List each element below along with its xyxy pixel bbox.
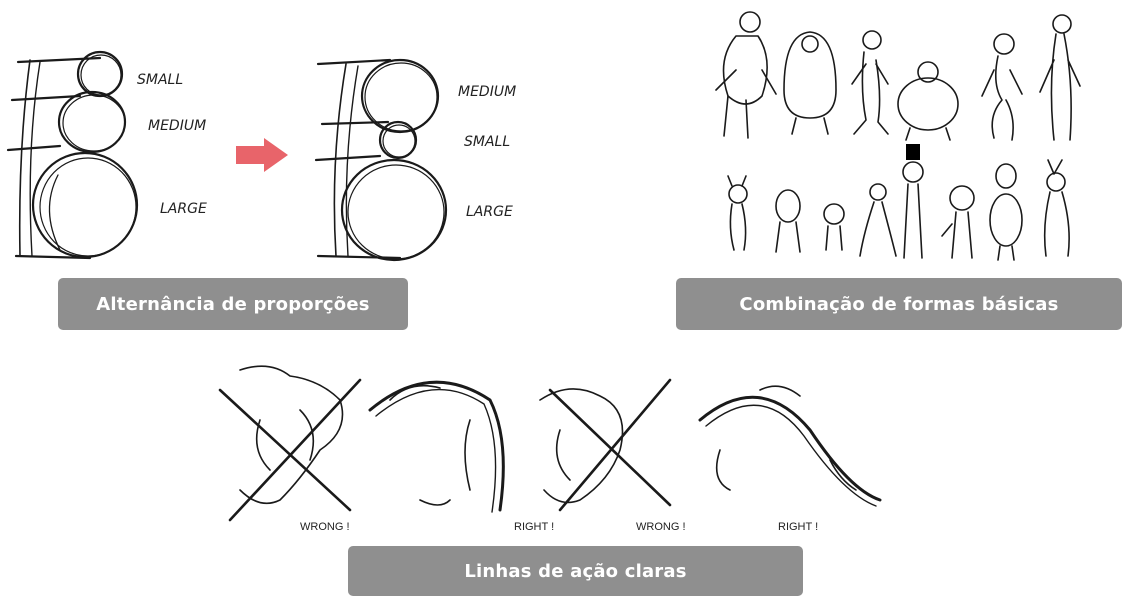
left-circle-stack [6,50,139,260]
right-label-small: SMALL [464,134,510,150]
right-pose-2 [698,385,882,507]
label-right-1: RIGHT ! [514,521,554,533]
action-lines-panel: WRONG ! RIGHT ! WRONG ! RIGHT ! Linhas d… [200,340,920,597]
character-lean [859,183,897,257]
character-kid [775,189,801,253]
character-heavy [897,61,959,141]
character-tall [1039,14,1081,141]
character-small [823,203,845,251]
proportions-caption: Alternância de proporções [58,278,408,330]
label-wrong-1: WRONG ! [300,521,350,533]
character-shapes-sketch [715,11,1081,261]
right-circle-stack [314,58,448,262]
character-fox [1043,159,1070,257]
character-woman [981,33,1023,141]
label-wrong-2: WRONG ! [636,521,686,533]
action-lines-sketch: WRONG ! RIGHT ! WRONG ! RIGHT ! [218,365,882,533]
right-label-medium: MEDIUM [458,84,516,100]
character-round [783,31,837,135]
left-label-small: SMALL [137,72,183,88]
character-cat [727,175,748,251]
right-label-large: LARGE [466,204,513,220]
left-label-large: LARGE [160,201,207,217]
shapes-caption: Combinação de formas básicas [676,278,1122,330]
proportions-sketch: SMALL MEDIUM LARGE MEDIUM SMALL LARGE [6,50,516,262]
right-pose-1 [368,380,505,513]
character-brute [715,11,777,139]
shapes-panel: Combinação de formas básicas [676,0,1122,340]
left-label-medium: MEDIUM [148,118,206,134]
wrong-pose-2 [539,378,672,512]
wrong-pose-1 [218,365,362,522]
arrow-icon [236,138,288,172]
character-slim [851,30,889,135]
character-girl [989,163,1023,261]
character-tophat [902,144,924,259]
action-lines-caption: Linhas de ação claras [348,546,803,596]
label-right-2: RIGHT ! [778,521,818,533]
character-boy [941,185,975,259]
proportions-panel: SMALL MEDIUM LARGE MEDIUM SMALL LARGE Al… [0,0,560,340]
